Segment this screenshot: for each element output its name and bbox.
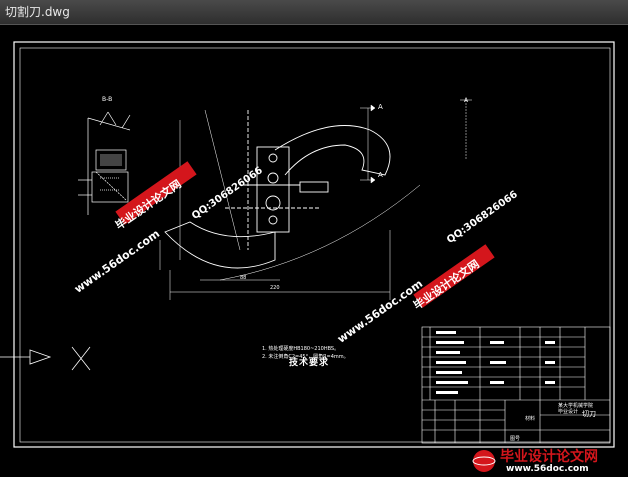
window-title: 切割刀.dwg <box>5 5 70 19</box>
dimension-lines <box>159 99 472 300</box>
logo-brand: 毕业设计论文网 <box>500 449 598 465</box>
watermark-seal-2 <box>413 244 495 308</box>
view-label-top: A <box>378 103 383 111</box>
dim-bottom: 220 <box>270 285 280 291</box>
ucs-marker <box>0 346 91 371</box>
logo-globe-icon <box>472 450 496 472</box>
tech-line-2: 2. 未注倒角C2=45°，圆角R=4mm。 <box>262 354 349 360</box>
logo-url: www.56doc.com <box>506 464 589 474</box>
drawing-canvas[interactable]: B-B A A A 220 88 技术要求 1. 热处理硬度HB180~210H… <box>0 25 628 477</box>
tech-line-1: 1. 热处理硬度HB180~210HBS。 <box>262 346 340 352</box>
frame-inner <box>19 47 611 443</box>
cad-drawing <box>0 41 615 448</box>
view-label-bottom: A <box>378 171 383 179</box>
window-titlebar: 切割刀.dwg <box>0 0 628 25</box>
tech-requirements-title: 技术要求 <box>289 358 330 368</box>
material-label: 材料 <box>525 416 536 422</box>
drawing-no-label: 图号 <box>510 436 521 442</box>
watermark-seal-1 <box>115 161 197 225</box>
view-label-right: A <box>464 97 469 104</box>
school-line2: 毕业设计 <box>558 409 579 415</box>
frame-outer <box>13 41 615 448</box>
main-part <box>164 110 391 269</box>
dim-mid: 88 <box>240 275 247 281</box>
school-line1: 某大学机械学院 <box>558 403 594 409</box>
site-logo: 毕业设计论文网 www.56doc.com <box>470 445 628 477</box>
part-name: 切刀 <box>582 410 596 418</box>
section-view <box>78 111 131 215</box>
title-block <box>421 326 611 444</box>
section-label: B-B <box>102 96 113 103</box>
title-block-fill <box>436 331 555 394</box>
